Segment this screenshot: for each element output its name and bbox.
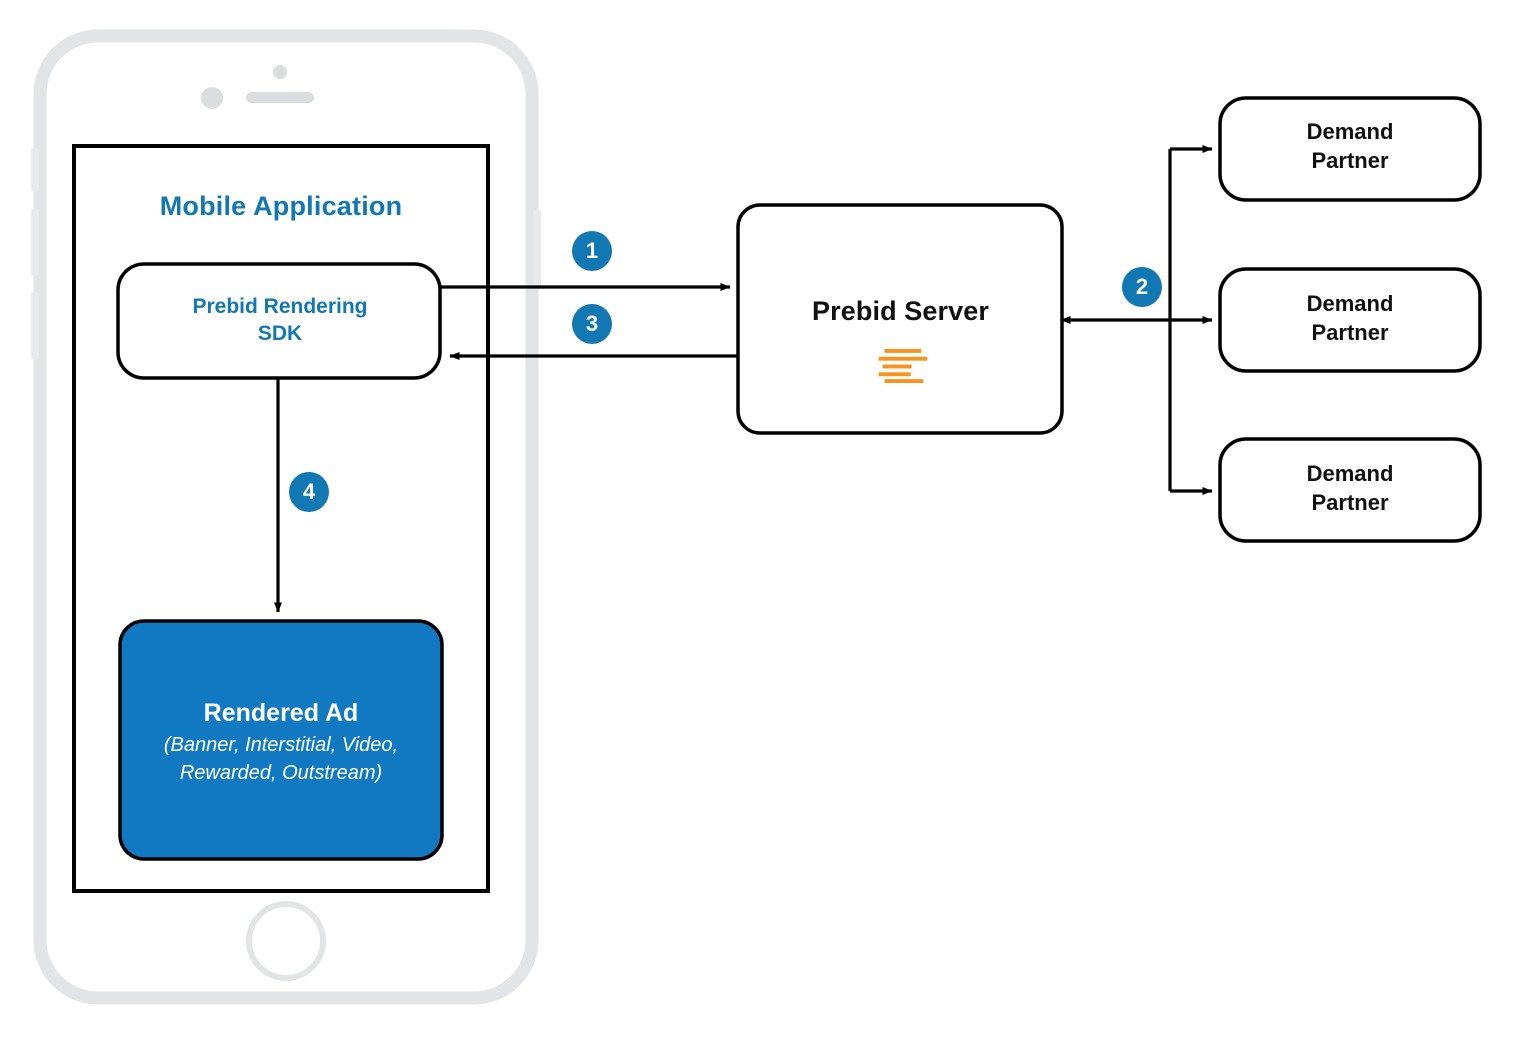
earpiece-speaker-icon <box>246 92 314 103</box>
demand-partner-box-3[interactable] <box>1218 437 1482 543</box>
step-badge-2: 2 <box>1122 267 1162 307</box>
prebid-logo-bar-3 <box>882 364 912 369</box>
prebid-rendering-sdk-box[interactable] <box>116 262 442 380</box>
prebid-logo-bar-2 <box>878 356 928 361</box>
volume-down-button[interactable] <box>31 292 39 360</box>
silent-switch-button[interactable] <box>31 148 39 192</box>
demand-partner-box-1[interactable] <box>1218 96 1482 202</box>
camera-dot-icon <box>273 65 287 79</box>
prebid-logo-icon <box>878 349 928 383</box>
demand-partner-box-2[interactable] <box>1218 267 1482 373</box>
power-button[interactable] <box>533 210 541 290</box>
home-button-icon[interactable] <box>246 901 326 981</box>
proximity-sensor-icon <box>201 87 223 109</box>
prebid-server-box[interactable] <box>736 203 1064 435</box>
prebid-logo-bar-1 <box>884 349 922 353</box>
step-badge-3: 3 <box>572 304 612 344</box>
rendered-ad-box[interactable] <box>118 619 444 861</box>
step-badge-1: 1 <box>572 231 612 271</box>
step-badge-4: 4 <box>289 472 329 512</box>
volume-up-button[interactable] <box>31 208 39 276</box>
prebid-logo-bar-4 <box>878 372 911 377</box>
prebid-logo-bar-5 <box>884 379 924 383</box>
